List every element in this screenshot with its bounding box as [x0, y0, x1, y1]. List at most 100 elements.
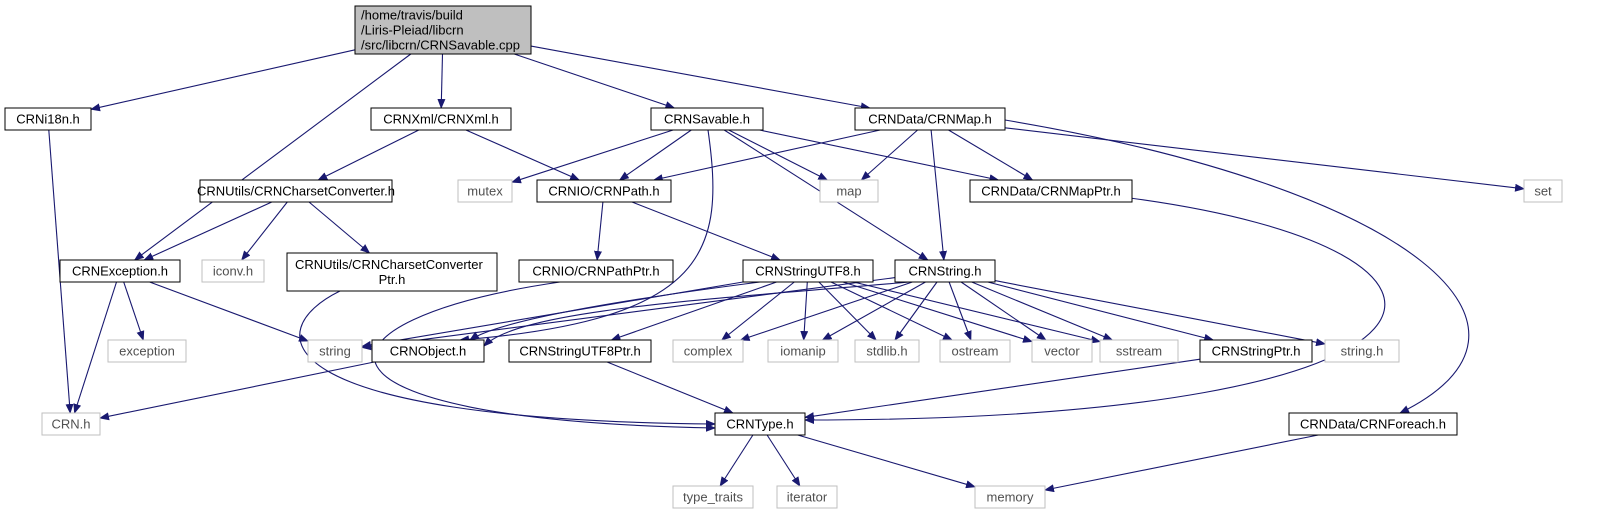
- node-stdlib[interactable]: stdlib.h: [854, 339, 920, 363]
- node-mutex[interactable]: mutex: [457, 179, 513, 203]
- node-box: [1199, 339, 1313, 363]
- edge-crnxml-to-crnpath: [465, 129, 581, 181]
- node-memory[interactable]: memory: [974, 485, 1046, 509]
- node-label: sstream: [1116, 344, 1162, 359]
- edge-crnsavable-to-crnmapptr: [759, 129, 1000, 183]
- edge-crnstring-to-stdlib: [894, 281, 938, 341]
- node-box: [819, 179, 879, 203]
- node-box: [714, 412, 806, 436]
- node-crnmapptr[interactable]: CRNData/CRNMapPtr.h: [969, 179, 1133, 203]
- edge-crnstring-to-crnobject: [483, 281, 911, 347]
- edge-crnmap-to-crnstring: [930, 129, 947, 261]
- node-box: [518, 259, 674, 283]
- node-box: [672, 339, 744, 363]
- edge-crnsavable-to-crnobject: [459, 129, 714, 344]
- node-box: [457, 179, 513, 203]
- edge-root-to-crni18n: [90, 49, 356, 112]
- node-iterator[interactable]: iterator: [776, 485, 838, 509]
- node-label: string.h: [1341, 344, 1384, 359]
- edge-crnmap-to-crnpath: [652, 129, 881, 182]
- node-box: [107, 339, 187, 363]
- node-box: [742, 259, 874, 283]
- edge-root-to-crnsavable: [514, 53, 676, 109]
- node-stringh[interactable]: string.h: [1324, 339, 1400, 363]
- edge-charsetconv-to-iconv: [241, 201, 288, 261]
- edge-crnxml-to-charsetconv: [317, 129, 420, 181]
- edge-crnstring-to-iomanip: [821, 281, 926, 341]
- node-crnstringptr[interactable]: CRNStringPtr.h: [1199, 339, 1313, 363]
- node-root[interactable]: /home/travis/build/Liris-Pleiad/libcrn/s…: [354, 5, 532, 55]
- edge-crnpath-to-crnstringutf8: [631, 201, 781, 261]
- node-label: CRNStringUTF8.h: [755, 264, 860, 279]
- node-box: [650, 107, 764, 131]
- edge-crnstring-to-crnstringptr: [987, 281, 1215, 342]
- node-iconv[interactable]: iconv.h: [201, 259, 265, 283]
- node-label: CRNi18n.h: [16, 112, 80, 127]
- node-iomanip[interactable]: iomanip: [767, 339, 839, 363]
- node-vector[interactable]: vector: [1031, 339, 1093, 363]
- node-label: CRNData/CRNMapPtr.h: [981, 184, 1120, 199]
- node-box: [1523, 179, 1563, 203]
- node-box: [307, 339, 363, 363]
- node-box: [286, 252, 498, 292]
- node-box: [199, 179, 393, 203]
- edge-crnstring-to-sstream: [971, 281, 1114, 341]
- node-box: [854, 339, 920, 363]
- node-crnstringutf8[interactable]: CRNStringUTF8.h: [742, 259, 874, 283]
- edge-crnsavable-to-crnpath: [618, 129, 692, 181]
- node-crnpathptr[interactable]: CRNIO/CRNPathPtr.h: [518, 259, 674, 283]
- edge-crnstring-to-complex: [739, 281, 913, 341]
- node-ostream[interactable]: ostream: [939, 339, 1011, 363]
- node-label: CRNType.h: [726, 417, 793, 432]
- node-box: [894, 259, 996, 283]
- node-crnpath[interactable]: CRNIO/CRNPath.h: [536, 179, 672, 203]
- node-map[interactable]: map: [819, 179, 879, 203]
- node-crntype[interactable]: CRNType.h: [714, 412, 806, 436]
- edge-crnstringutf8-to-sstream: [853, 281, 1101, 344]
- node-crnh[interactable]: CRN.h: [41, 412, 101, 436]
- node-crnxml[interactable]: CRNXml/CRNXml.h: [370, 107, 512, 131]
- edge-crntype-to-iterator: [766, 434, 801, 487]
- node-box: [776, 485, 838, 509]
- node-label: CRNXml/CRNXml.h: [383, 112, 499, 127]
- edge-crnstringutf8-to-ostream: [830, 281, 953, 341]
- edge-charsetconv-to-crnexception: [143, 201, 273, 261]
- node-charsetconv[interactable]: CRNUtils/CRNCharsetConverter.h: [197, 179, 395, 203]
- node-crnstringutf8ptr[interactable]: CRNStringUTF8Ptr.h: [508, 339, 652, 363]
- node-complex[interactable]: complex: [672, 339, 744, 363]
- node-crnexception[interactable]: CRNException.h: [59, 259, 181, 283]
- node-exception[interactable]: exception: [107, 339, 187, 363]
- node-box: [536, 179, 672, 203]
- node-label: CRNUtils/CRNCharsetConverter.h: [197, 184, 395, 199]
- node-label: vector: [1044, 344, 1080, 359]
- edge-crnpathptr-to-crntype: [373, 281, 716, 432]
- node-crni18n[interactable]: CRNi18n.h: [4, 107, 92, 131]
- node-box: [1031, 339, 1093, 363]
- node-crnobject[interactable]: CRNObject.h: [371, 339, 485, 363]
- edge-charsetconvptr-to-crntype: [299, 290, 716, 428]
- edge-charsetconv-to-charsetconvptr: [308, 201, 371, 254]
- node-crnmap[interactable]: CRNData/CRNMap.h: [854, 107, 1006, 131]
- node-sstream[interactable]: sstream: [1099, 339, 1179, 363]
- edge-crntype-to-memory: [797, 434, 976, 489]
- node-box: [1324, 339, 1400, 363]
- edge-crnstringutf8-to-iomanip: [800, 281, 809, 341]
- node-set[interactable]: set: [1523, 179, 1563, 203]
- node-crnsavable[interactable]: CRNSavable.h: [650, 107, 764, 131]
- edge-crnexception-to-string: [149, 281, 309, 342]
- edge-crnpath-to-crnpathptr: [594, 201, 604, 261]
- node-string[interactable]: string: [307, 339, 363, 363]
- node-label: Ptr.h: [379, 272, 406, 287]
- edge-crnstringutf8-to-complex: [721, 281, 795, 341]
- node-crnforeach[interactable]: CRNData/CRNForeach.h: [1288, 412, 1458, 436]
- node-label: CRNString.h: [909, 264, 982, 279]
- edge-crnforeach-to-memory: [1044, 434, 1319, 493]
- node-box: [59, 259, 181, 283]
- node-label: CRNData/CRNForeach.h: [1300, 417, 1446, 432]
- node-type_traits[interactable]: type_traits: [672, 485, 754, 509]
- node-crnstring[interactable]: CRNString.h: [894, 259, 996, 283]
- node-label: CRNObject.h: [390, 344, 467, 359]
- edge-crnsavable-to-map: [728, 129, 829, 181]
